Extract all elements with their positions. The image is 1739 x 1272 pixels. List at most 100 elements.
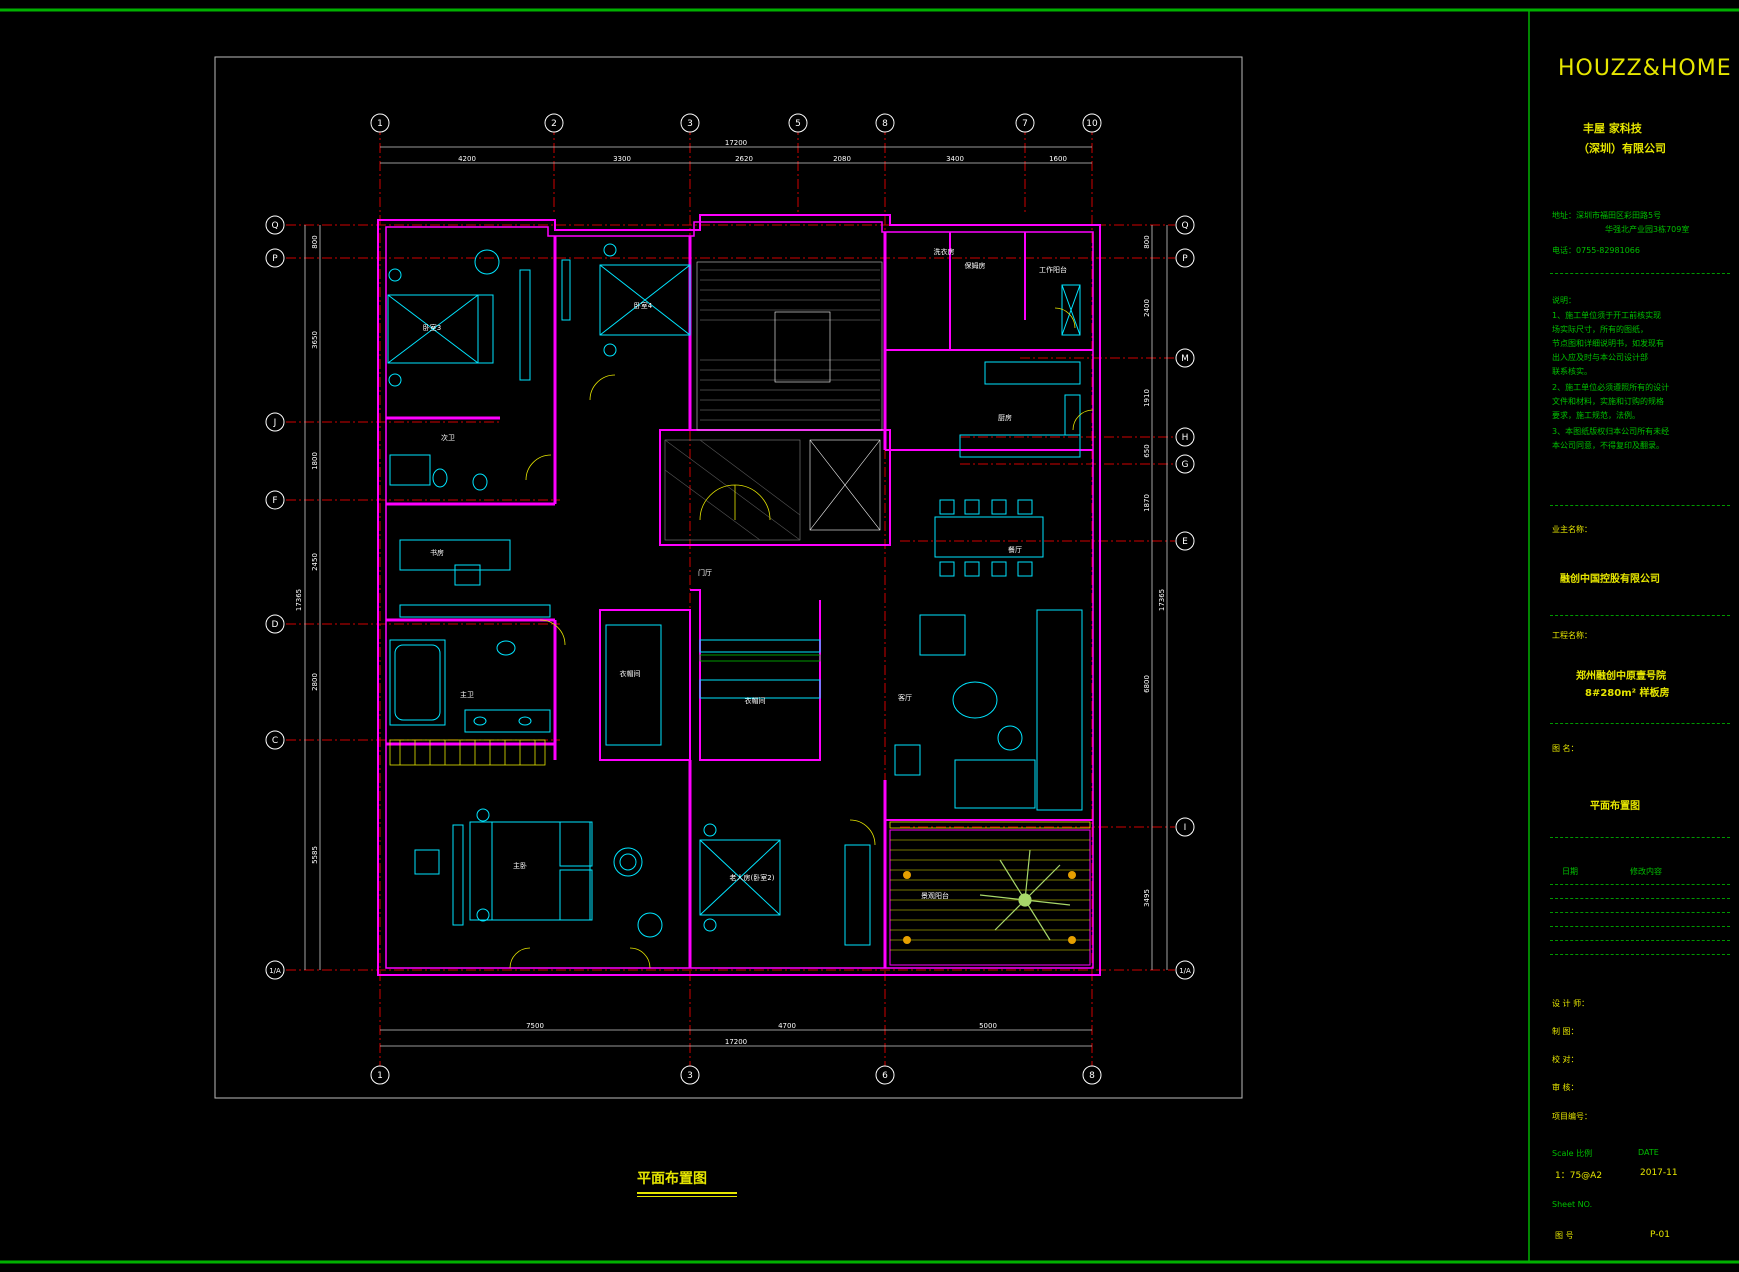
dim-top-4: 2080 [833,155,851,163]
note-line-3: 节点图和详细说明书，如发现有 [1552,339,1664,348]
phone: 电话：0755-82981066 [1552,246,1640,255]
date-value: 2017-11 [1640,1168,1678,1178]
room-foyer: 门厅 [698,568,712,577]
axis-bottom-3: 6 [882,1071,888,1081]
note-line-9: 3、本图纸版权归本公司所有未经 [1552,427,1670,436]
axis-right-6: E [1182,537,1188,547]
note-line-1: 1、施工单位须于开工前核实现 [1552,311,1662,320]
dim-left-6: 5585 [311,846,319,864]
date-label: DATE [1638,1148,1659,1157]
sheet-value: P-01 [1650,1230,1670,1240]
axis-left-1: Q [271,221,278,231]
axis-grid [286,125,1175,1068]
room-living: 客厅 [898,693,912,702]
dim-top-1: 4200 [458,155,476,163]
axis-right-1: Q [1181,221,1188,231]
axis-top-5: 8 [882,119,888,129]
room-closet2: 衣帽间 [745,696,766,705]
dim-left-1: 800 [311,235,319,248]
plan-title-underline [637,1192,737,1194]
address-line2: 华强北产业园3栋709室 [1605,225,1690,234]
dim-top-2: 3300 [613,155,631,163]
sheet-no-label: Sheet NO. [1552,1200,1593,1209]
wardrobe-hatch [389,654,1091,829]
room-second-bath: 次卫 [441,433,455,442]
client-label: 业主名称： [1552,525,1592,534]
axis-right-2: P [1182,254,1188,264]
room-bedroom3: 卧室3 [423,323,441,332]
plan-title-underline-thin [637,1196,737,1197]
note-line-8: 要求，施工规范，法例。 [1552,411,1640,420]
address-line1: 地址：深圳市福田区彩田路5号 [1552,211,1662,220]
dim-left-total: 17365 [295,589,303,611]
room-dining: 餐厅 [1008,545,1022,554]
dim-top-total: 17200 [725,139,747,147]
project-value-line2: 8#280m² 样板房 [1585,688,1670,699]
axis-top-1: 1 [377,119,383,129]
axis-top-6: 7 [1022,119,1028,129]
landscape-balcony [889,829,1091,966]
client-value: 融创中国控股有限公司 [1560,574,1660,585]
axis-bottom-4: 8 [1089,1071,1095,1081]
axis-top-4: 5 [795,119,801,129]
axis-bubbles [265,113,1195,1085]
doors [509,307,1094,969]
scale-label: Scale 比例 [1552,1149,1593,1158]
dim-right-7: 3495 [1143,889,1151,907]
dim-right-1: 800 [1143,235,1151,248]
room-maid: 保姆房 [965,261,986,270]
dimension-lines [304,146,1168,1047]
drafter-label: 制 图： [1552,1027,1579,1036]
notes-title: 说明： [1552,296,1576,305]
axis-right-7: I [1184,823,1187,833]
dim-right-total: 17365 [1158,589,1166,611]
room-laundry: 洗衣房 [934,247,955,256]
axis-right-4: H [1182,433,1189,443]
axis-top-2: 2 [551,119,557,129]
note-line-6: 2、施工单位必须遵照所有的设计 [1552,383,1670,392]
plan-title: 平面布置图 [637,1171,707,1187]
axis-left-3: J [273,418,277,428]
dim-left-5: 2800 [311,673,319,691]
axis-left-6: C [272,736,278,746]
room-elder: 老人房(卧室2) [730,873,775,882]
note-line-7: 文件和材料，实施和订购的规格 [1552,397,1664,406]
dim-bottom-3: 5000 [979,1022,997,1030]
revision-date-header: 日期 [1562,867,1578,876]
project-label: 工程名称： [1552,631,1592,640]
company-name-line2: （深圳）有限公司 [1578,142,1666,155]
approver-label: 审 核： [1552,1083,1579,1092]
dim-right-3: 1910 [1143,389,1151,407]
axis-top-7: 10 [1086,119,1098,129]
dim-left-4: 2450 [311,553,319,571]
axis-left-7: 1/A [269,967,281,975]
room-walkin-closet: 衣帽间 [620,669,641,678]
note-line-2: 场实际尺寸，所有的图纸， [1552,325,1648,334]
walls [377,214,1101,976]
room-master-bath: 主卫 [460,690,474,699]
company-name-line1: 丰屋 家科技 [1583,122,1642,135]
dim-left-3: 1800 [311,452,319,470]
scale-value: 1：75@A2 [1555,1171,1603,1181]
axis-left-5: D [272,620,279,630]
drawing-label: 图 名： [1552,744,1579,753]
dim-left-2: 3650 [311,331,319,349]
axis-bottom-2: 3 [687,1071,693,1081]
stair-core [664,261,883,541]
sheet-sub-label: 图 号 [1555,1231,1574,1240]
axis-right-8: 1/A [1179,967,1191,975]
designer-label: 设 计 师： [1552,999,1590,1008]
room-balcony: 景观阳台 [921,891,949,900]
drawing-value: 平面布置图 [1590,801,1640,812]
furniture [387,243,1083,946]
room-kitchen: 厨房 [998,413,1012,422]
project-no-label: 项目编号： [1552,1112,1592,1121]
note-line-4: 出入应及时与本公司设计部 [1552,353,1648,362]
dim-top-6: 1600 [1049,155,1067,163]
dim-bottom-total: 17200 [725,1038,747,1046]
dim-bottom-2: 4700 [778,1022,796,1030]
axis-top-3: 3 [687,119,693,129]
room-study: 书房 [430,548,444,557]
project-value-line1: 郑州融创中原壹号院 [1576,671,1666,682]
dim-right-2: 2400 [1143,299,1151,317]
